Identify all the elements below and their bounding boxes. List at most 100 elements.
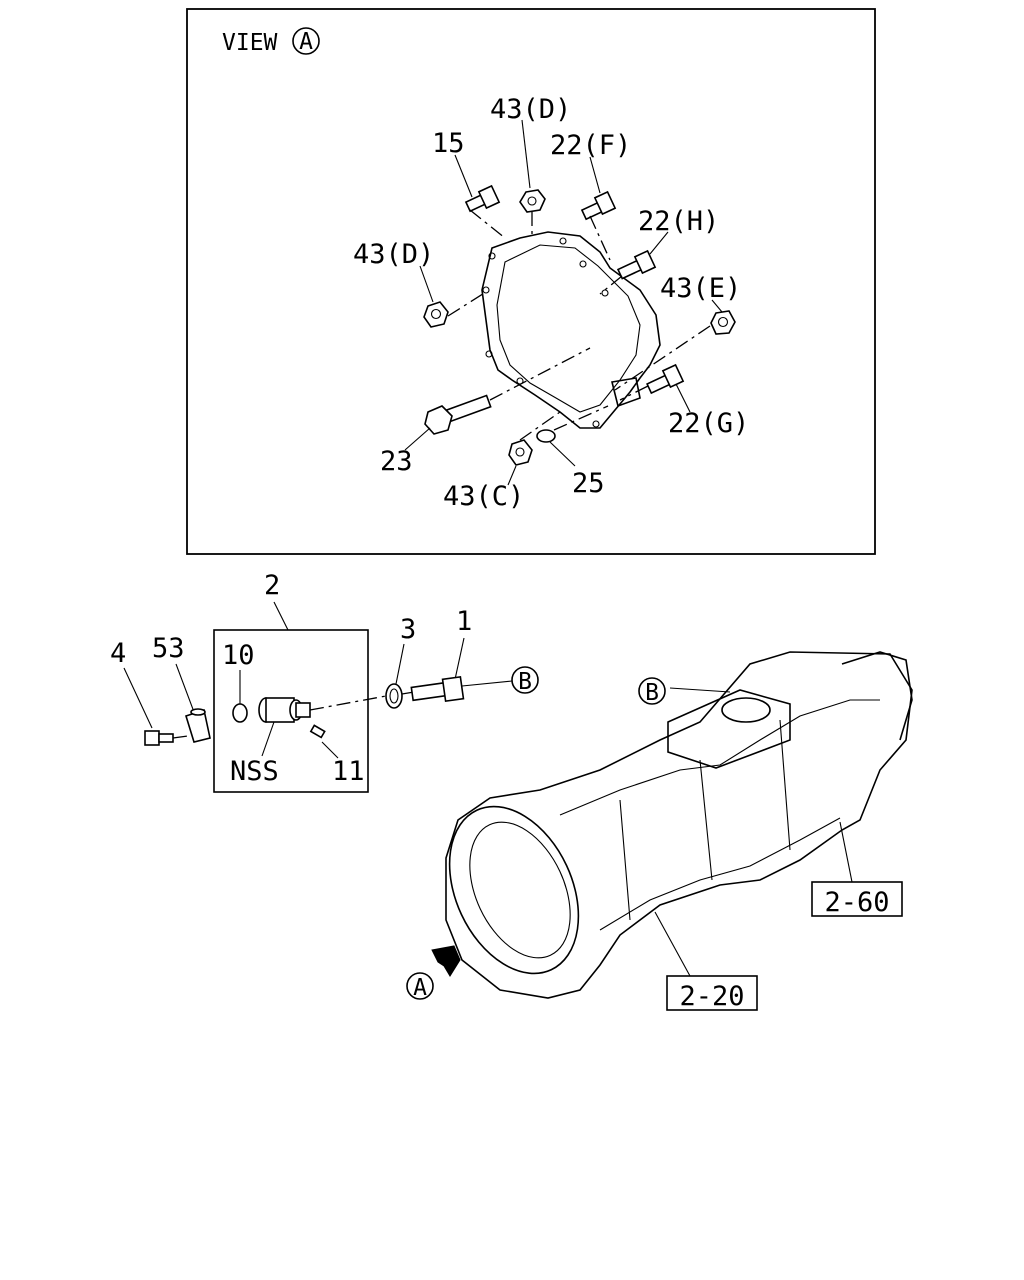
callout-nss: NSS	[230, 756, 279, 787]
sensor-tip	[295, 702, 311, 718]
plate-hole	[482, 286, 490, 294]
leader-line	[419, 265, 434, 303]
plate-hole	[592, 420, 600, 428]
clip-slot	[190, 708, 206, 716]
plate-outline	[481, 231, 661, 429]
gear-teeth	[441, 675, 465, 703]
callout-2: 2	[264, 570, 280, 601]
ref-box-2-60[interactable]: 2-60	[811, 881, 903, 918]
nut-43d-left	[423, 301, 449, 328]
direction-marker-label: A	[413, 975, 427, 1001]
leader-line	[507, 465, 517, 486]
bolt-22h	[616, 249, 657, 280]
leader-line	[395, 643, 405, 685]
view-a-direction-arrow: A	[406, 945, 461, 1001]
assembly-line	[553, 405, 609, 431]
bolt-head	[477, 184, 501, 210]
view-a-marker: A	[299, 29, 313, 55]
callout-22g: 22(G)	[668, 408, 749, 439]
assembly-line	[614, 325, 711, 391]
nut-43d-top	[519, 189, 546, 213]
callout-22f: 22(F)	[550, 130, 631, 161]
ref-box-2-20[interactable]: 2-20	[666, 975, 758, 1012]
pin-body	[309, 724, 326, 739]
pin-11	[309, 724, 326, 739]
callout-3: 3	[400, 614, 416, 645]
ref-box-frame	[811, 881, 903, 917]
callout-43d-left: 43(D)	[353, 239, 434, 270]
leader-line	[589, 156, 601, 194]
bolt-22f	[580, 190, 617, 221]
plate-inner-outline	[496, 244, 641, 413]
leader-line	[273, 601, 289, 631]
direction-marker-circle	[406, 972, 434, 1000]
plate-hole	[488, 252, 496, 260]
connector-b-circle	[511, 666, 539, 694]
bolt-head	[593, 190, 617, 216]
callout-15: 15	[432, 128, 465, 159]
view-a-frame	[186, 8, 876, 555]
transmission-case-outline	[445, 651, 913, 999]
washer-25	[536, 429, 556, 443]
leader-line	[654, 911, 691, 977]
nut-bore	[515, 447, 525, 457]
connector-b-marker: B	[511, 666, 539, 695]
leader-line	[453, 637, 465, 685]
plate-hole	[559, 237, 567, 245]
oring-10	[232, 703, 248, 723]
connector-b-label: B	[518, 669, 532, 695]
leader-line	[261, 721, 275, 757]
ref-box-2-60-label: 2-60	[824, 887, 889, 918]
oring-inner	[389, 688, 399, 704]
callout-43d-top: 43(D)	[490, 94, 571, 125]
view-a-inset: VIEW A	[186, 8, 876, 555]
nut-bore	[527, 196, 537, 206]
nut-bore	[430, 308, 442, 320]
leader-line	[649, 231, 669, 255]
bolt-head	[633, 249, 657, 275]
bellhousing-plate	[481, 231, 661, 429]
driven-gear-1	[410, 675, 465, 703]
plate-hole	[601, 289, 609, 297]
nut-bore	[717, 316, 729, 328]
callout-23: 23	[380, 446, 413, 477]
nut-hex	[508, 439, 533, 466]
transmission-b-marker: B	[638, 677, 666, 706]
leader-line	[711, 299, 723, 313]
assembly-line	[599, 275, 623, 295]
bellhousing-inner	[469, 821, 571, 959]
transmission-assembly: B 2-60 2-20 A	[406, 651, 913, 1012]
plate-hole	[485, 350, 493, 358]
case-rib-lower	[599, 817, 841, 931]
leader-line	[669, 687, 731, 693]
leader-line	[521, 119, 531, 189]
assembly-line	[172, 735, 189, 739]
assembly-line	[619, 385, 649, 401]
nut-hex	[519, 189, 546, 213]
assembly-line	[489, 347, 591, 401]
leader-line	[404, 427, 431, 451]
stud-23	[424, 394, 492, 435]
sensor-assembly: 2 4 53 10 3 1 NSS 11	[110, 570, 539, 793]
bolt-4	[144, 730, 174, 746]
kit-box	[213, 629, 369, 793]
case-joint-1	[619, 799, 631, 921]
ref-box-frame	[666, 975, 758, 1011]
oring-outer	[232, 703, 248, 723]
callout-43c: 43(C)	[443, 481, 524, 512]
view-a-leaders	[404, 119, 723, 486]
transmission-b-circle	[638, 677, 666, 705]
plate-hole	[579, 260, 587, 268]
plate-bracket	[611, 377, 641, 408]
nut-hex	[710, 310, 736, 335]
tail-housing	[841, 651, 913, 741]
gear-shaft	[410, 681, 448, 702]
view-a-marker-circle	[292, 27, 320, 55]
washer-outer	[536, 429, 556, 443]
case-joint-2	[699, 759, 713, 881]
case-joint-3	[779, 719, 791, 851]
transmission-b-label: B	[645, 680, 659, 706]
bolt-15	[464, 184, 501, 213]
nut-43e	[710, 310, 736, 335]
leader-line	[675, 383, 691, 413]
